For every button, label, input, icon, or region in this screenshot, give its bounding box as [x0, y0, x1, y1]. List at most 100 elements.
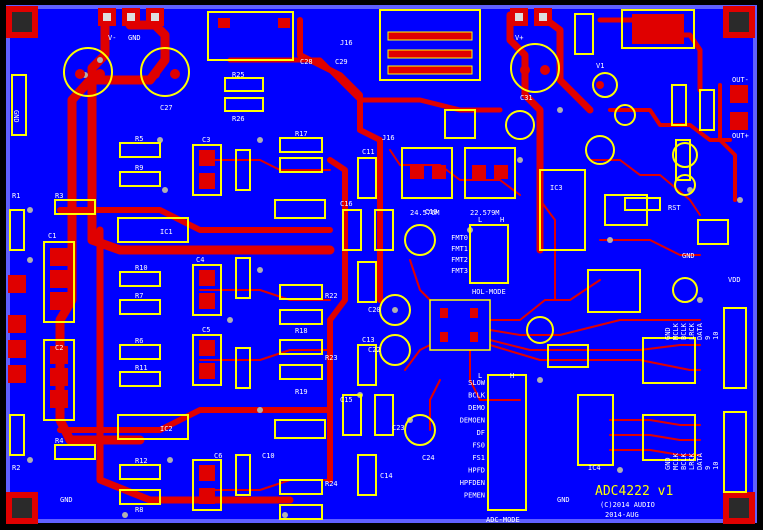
label-c1: C1	[48, 232, 56, 240]
board-copyright: (C)2014 AUDIO	[600, 501, 655, 509]
label-c23: C23	[392, 424, 405, 432]
label-c22: C22	[368, 346, 381, 354]
label-c2: C2	[55, 344, 63, 352]
opamp-ics	[117, 199, 326, 440]
vias	[27, 57, 743, 518]
label-r18: R18	[295, 327, 308, 335]
pin-label: MCLK	[672, 452, 680, 470]
label-c27: C27	[160, 104, 173, 112]
label-h2: H	[500, 216, 504, 224]
film-caps	[192, 144, 394, 511]
label-r4: R4	[55, 437, 63, 445]
pin-label: DEMO	[468, 404, 485, 412]
label-osc1: 24.576M	[410, 209, 440, 217]
pin-label: FMT1	[451, 245, 468, 253]
pin-label: FMT3	[451, 267, 468, 275]
pin-label: DF	[477, 429, 485, 437]
label-rev: V1	[596, 62, 604, 70]
board-edge	[6, 5, 757, 523]
right-ics	[539, 84, 748, 493]
mode-headers	[469, 224, 589, 511]
pin-label: SLOW	[468, 379, 486, 387]
label-r2: R2	[12, 464, 20, 472]
label-l: L	[478, 372, 482, 380]
pin-label: BCLK	[680, 452, 688, 470]
pin-label: DATA	[696, 322, 704, 340]
label-gnd-bottom1: GND	[60, 496, 73, 504]
label-r17: R17	[295, 130, 308, 138]
label-c4: C4	[196, 256, 204, 264]
label-j16b: J16	[382, 134, 395, 142]
pin-label: FMT2	[451, 256, 468, 264]
label-osc2: 22.579M	[470, 209, 500, 217]
label-c28: C28	[300, 58, 313, 66]
pin-label: LRCK	[688, 452, 696, 470]
label-r6: R6	[135, 337, 143, 345]
label-ic4: IC4	[588, 464, 601, 472]
oscillators	[401, 109, 516, 199]
label-vminus: V-	[108, 34, 116, 42]
pin-label: HPFD	[468, 467, 485, 475]
pin-label: FMT0	[451, 234, 468, 242]
label-ic1: IC1	[160, 228, 173, 236]
pin-label: BCLK	[680, 322, 688, 340]
board-date: 2014-AUG	[605, 511, 639, 519]
pin-label: PEMEN	[464, 492, 485, 500]
pin-label: HPFDEN	[460, 479, 485, 487]
label-r10: R10	[135, 264, 148, 272]
label-c6: C6	[214, 452, 222, 460]
board-title: ADC4222 v1	[595, 484, 673, 499]
mode-pin-list: SLOWBCLKDEMODEMOENDFFS0FS1HPFDHPFDENPEME…	[460, 379, 486, 500]
pin-label: 9	[704, 466, 712, 470]
power-terminal-right	[510, 8, 552, 26]
label-out-plus: OUT+	[732, 132, 749, 140]
label-r26: R26	[232, 115, 245, 123]
pin-label: DATA	[696, 452, 704, 470]
label-c24: C24	[422, 454, 435, 462]
label-r24: R24	[325, 480, 338, 488]
label-r23: R23	[325, 354, 338, 362]
label-j16a: J16	[340, 39, 353, 47]
label-gnd-left: GND	[12, 110, 20, 123]
adc-chip	[429, 299, 491, 351]
label-r8: R8	[135, 506, 143, 514]
label-r19: R19	[295, 388, 308, 396]
label-r5: R5	[135, 135, 143, 143]
label-c11: C11	[362, 148, 375, 156]
mounting-holes	[6, 6, 755, 524]
label-c15: C15	[340, 396, 353, 404]
label-rst: RST	[668, 204, 681, 212]
label-c10: C10	[262, 452, 275, 460]
pin-label: FS1	[472, 454, 485, 462]
label-c29: C29	[335, 58, 348, 66]
label-r1: R1	[12, 192, 20, 200]
label-ic3: IC3	[550, 184, 563, 192]
pin-label: 10	[712, 332, 720, 340]
label-c14: C14	[380, 472, 393, 480]
pin-label: BCLK	[468, 392, 486, 400]
label-c5: C5	[202, 326, 210, 334]
label-gnd-mid: GND	[682, 252, 695, 260]
label-out-minus: OUT-	[732, 76, 749, 84]
pin-label: FS0	[472, 442, 485, 450]
label-c13: C13	[362, 336, 375, 344]
power-terminal-left	[98, 8, 164, 26]
label-gnd-bottom2: GND	[557, 496, 570, 504]
label-h: H	[510, 372, 514, 380]
silkscreen-labels: V- GND V+ OUT- OUT+ RST VDD GND 24.576M …	[12, 34, 749, 524]
label-c3: C3	[202, 136, 210, 144]
label-l2: L	[478, 216, 482, 224]
label-c19: C19	[425, 208, 438, 216]
label-gnd-top: GND	[128, 34, 141, 42]
pin-label: 10	[712, 462, 720, 470]
label-c16: C16	[340, 200, 353, 208]
label-c31: C31	[520, 94, 533, 102]
pin-label: GND	[664, 327, 672, 340]
label-r11: R11	[135, 364, 148, 372]
label-vdd: VDD	[728, 276, 741, 284]
round-caps-center	[379, 104, 698, 446]
label-r22: R22	[325, 292, 338, 300]
pin-label: 9	[704, 336, 712, 340]
